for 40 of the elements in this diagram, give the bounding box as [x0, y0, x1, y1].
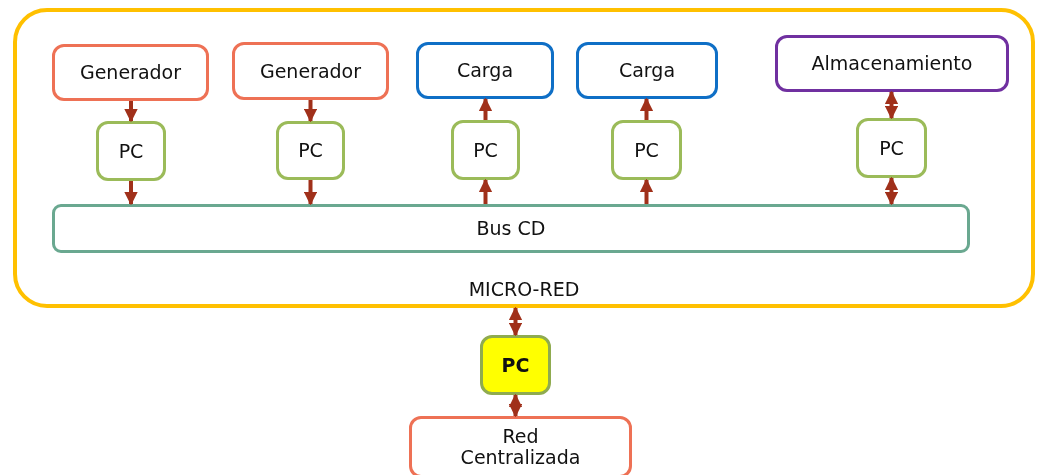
box-label: PC — [472, 139, 499, 161]
arrow — [884, 90, 899, 120]
box-label: PC — [500, 354, 531, 376]
process-box — [576, 42, 718, 99]
process-box — [232, 42, 389, 100]
arrow — [303, 180, 318, 206]
process-box — [416, 42, 554, 99]
arrow — [478, 97, 493, 120]
process-box — [856, 118, 927, 178]
arrow — [639, 97, 654, 120]
box-label: Bus CD — [475, 218, 547, 239]
process-box — [96, 121, 166, 181]
arrow — [124, 101, 138, 123]
arrow — [639, 178, 654, 204]
process-box — [52, 44, 209, 101]
process-box — [276, 121, 345, 180]
box-label: PC — [633, 139, 660, 161]
process-box — [451, 120, 520, 180]
box-label: Almacenamiento — [810, 53, 974, 74]
process-box — [775, 35, 1009, 92]
container-label: MICRO-RED — [467, 279, 581, 300]
arrow — [478, 178, 493, 204]
box-label: Carga — [455, 60, 515, 81]
box-label: PC — [297, 140, 324, 161]
process-box — [52, 204, 970, 253]
arrow — [884, 176, 899, 206]
process-box — [611, 120, 682, 180]
box-label: Red Centralizada — [459, 426, 582, 468]
container-frame — [13, 8, 1035, 308]
box-label: PC — [117, 140, 145, 162]
arrow — [124, 181, 138, 206]
box-label: Generador — [78, 62, 183, 83]
arrow — [508, 306, 523, 337]
box-label: Carga — [617, 60, 677, 81]
arrow — [508, 393, 523, 418]
box-label: Generador — [258, 60, 363, 82]
process-box — [480, 335, 551, 395]
process-box — [409, 416, 632, 475]
arrow — [303, 100, 318, 123]
box-label: PC — [878, 137, 905, 159]
